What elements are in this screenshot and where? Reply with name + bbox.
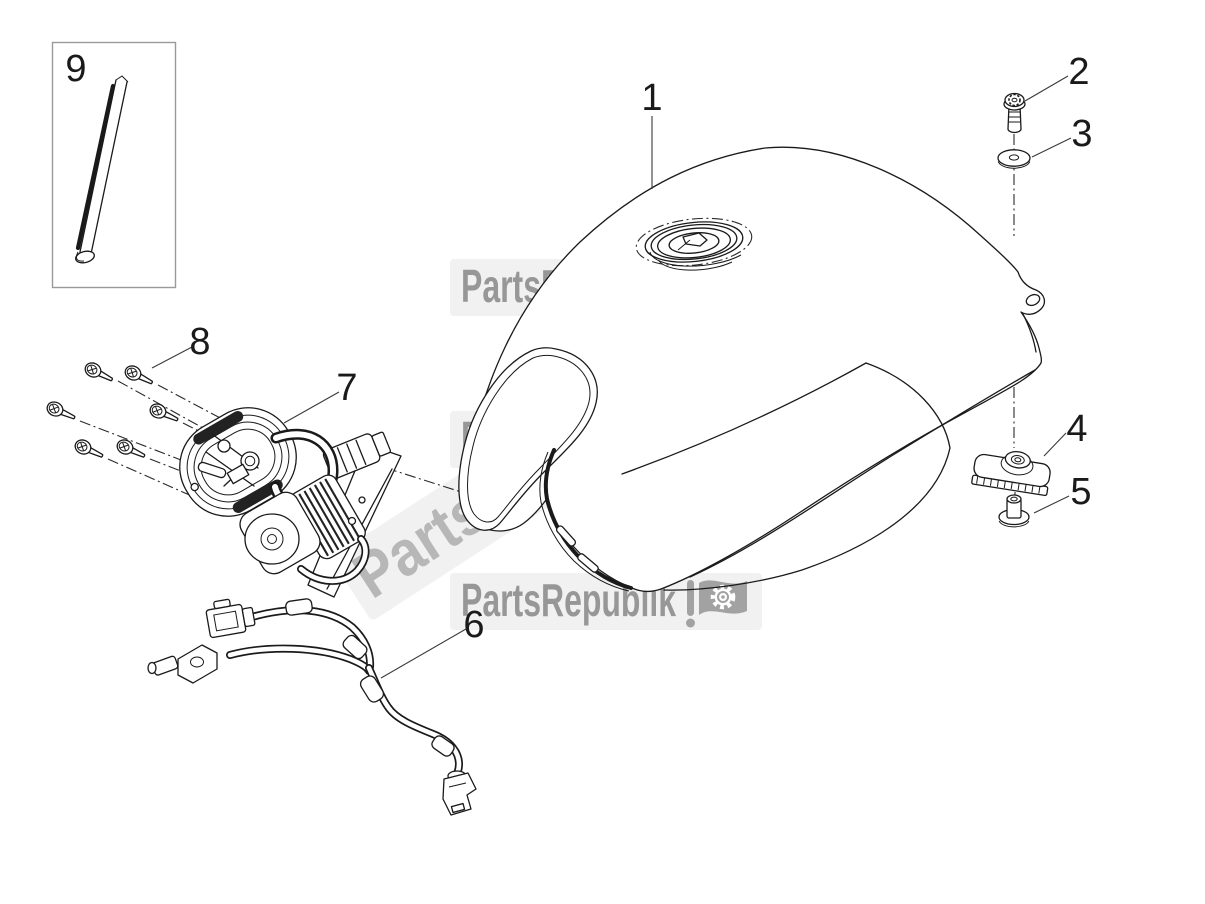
watermark-row-3: PartsRepublik <box>450 573 762 630</box>
plate-nut <box>971 450 1051 497</box>
tank-front-edge <box>539 448 633 592</box>
hose-elbow-fitting <box>147 644 218 684</box>
callout-3-label: 3 <box>1071 113 1092 155</box>
tank-recess-edge-top <box>621 362 867 475</box>
callout-8-label: 8 <box>189 321 210 363</box>
fuel-hose-assembly <box>147 598 477 816</box>
tube-channel <box>75 75 129 264</box>
fuel-tank <box>458 146 1046 593</box>
fuel-pump-assembly <box>179 407 402 598</box>
callout-4-label: 4 <box>1066 408 1087 450</box>
callout-9-label: 9 <box>65 48 86 90</box>
tank-recess-edge-right <box>663 362 951 591</box>
grommet <box>998 494 1030 528</box>
pump-internals <box>197 433 260 487</box>
callout-5-label: 5 <box>1070 471 1091 513</box>
callout-5-leader <box>1033 495 1070 514</box>
callout-1-label: 1 <box>641 77 662 119</box>
callout-8-leader <box>151 346 193 369</box>
callout-7-leader <box>283 391 340 424</box>
flag-pole-icon <box>686 580 695 628</box>
callout-2-leader <box>1024 75 1069 102</box>
tube-channel-box: 9 <box>51 41 177 289</box>
hose-top-connector <box>205 598 256 639</box>
fuel-cap-latch <box>682 232 708 247</box>
mounting-screws <box>44 359 181 463</box>
hose-end-connector <box>442 770 477 816</box>
callout-6-label: 6 <box>463 604 484 646</box>
tank-bottom-seam <box>689 369 1036 578</box>
pump-filter <box>239 491 321 575</box>
tank-washer <box>997 149 1031 169</box>
callout-4-leader <box>1043 432 1067 457</box>
tank-knee-recess <box>458 347 598 531</box>
callout-6-leader <box>380 628 467 679</box>
tank-bracket-hole <box>1025 293 1041 307</box>
tank-bolt <box>1003 92 1026 134</box>
fuel-cap <box>635 217 753 271</box>
callout-7-label: 7 <box>336 367 357 409</box>
callout-3-leader <box>1031 137 1072 158</box>
callout-2-label: 2 <box>1068 51 1089 93</box>
